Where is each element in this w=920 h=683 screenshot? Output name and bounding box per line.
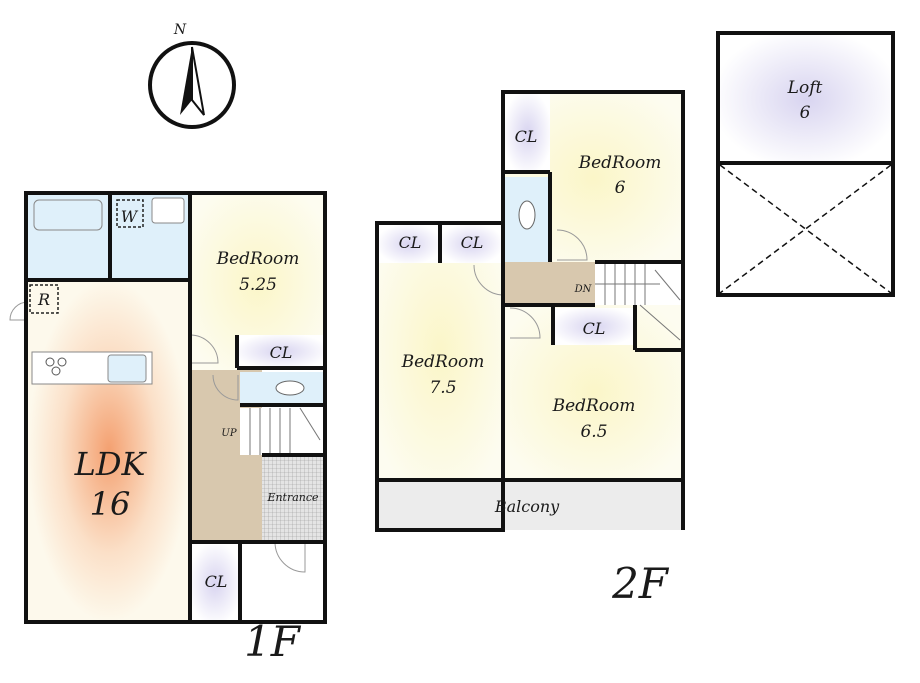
entrance [262, 455, 325, 540]
washer-space [116, 199, 144, 228]
bathtub-icon [33, 199, 103, 231]
hall-closet [190, 545, 240, 622]
bedroom-6-size: 6 [615, 178, 626, 198]
bedroom-525-name: BedRoom [216, 249, 300, 269]
closet-b [441, 225, 501, 263]
loft: Loft 6 [716, 31, 895, 297]
stairs-icon [595, 262, 681, 341]
floor-2: CL BedRoom 6 CL CL BedRoom 7.5 DN CL Bed… [375, 90, 685, 608]
closet-a [379, 225, 439, 263]
floor-1: W R BedRoom 5.25 CL LDK 16 UP Entrance C… [9, 191, 327, 666]
washer-label: W [121, 207, 139, 226]
door-swing[interactable] [189, 334, 219, 364]
hall-closet-label: CL [205, 572, 228, 591]
bedroom-65-closet [553, 308, 635, 345]
balcony-label: Balcony [494, 497, 560, 516]
ldk-room [28, 280, 190, 622]
stairs-1f [240, 408, 325, 455]
front-door[interactable] [274, 541, 306, 573]
door-swing[interactable] [212, 374, 239, 401]
bedroom-75 [377, 225, 503, 480]
stairs-icon [249, 407, 321, 455]
closet-b-label: CL [461, 233, 484, 252]
bedroom-6-name: BedRoom [578, 153, 662, 173]
fridge-label: R [37, 290, 50, 309]
stove-burner-icon [51, 366, 61, 376]
bedroom-525-size: 5.25 [239, 275, 277, 295]
ldk-size: 16 [90, 485, 131, 523]
closet-a-label: CL [399, 233, 422, 252]
door-swing[interactable] [509, 307, 541, 339]
bedroom-65-size: 6.5 [580, 422, 607, 442]
toilet-icon [275, 380, 305, 396]
floor-1-title: 1F [244, 617, 302, 666]
compass-north-label: N [173, 22, 187, 38]
compass: N [148, 22, 236, 129]
bedroom-75-size: 7.5 [429, 378, 456, 398]
bedroom-75-name: BedRoom [401, 352, 485, 372]
walls-1f [24, 191, 327, 624]
door-swing[interactable] [556, 229, 588, 261]
loft-name: Loft [787, 78, 823, 98]
balcony [377, 480, 683, 530]
bedroom-65-closet-label: CL [583, 319, 606, 338]
stairs-down-label: DN [574, 284, 593, 295]
floor-2-title: 2F [611, 559, 670, 608]
bedroom-65-name: BedRoom [552, 396, 636, 416]
open-void-mark [719, 164, 892, 294]
loft-size: 6 [800, 103, 811, 123]
loft-room [720, 35, 892, 163]
bedroom-closet [237, 335, 325, 368]
entrance-label: Entrance [266, 491, 319, 504]
bedroom-closet-label: CL [270, 343, 293, 362]
stove-burner-icon [57, 357, 67, 367]
bedroom-6-closet [505, 94, 550, 172]
fridge-space [29, 284, 59, 314]
bedroom-6-closet-label: CL [515, 127, 538, 146]
stairs-up-label: UP [221, 428, 236, 439]
ldk-name: LDK [74, 445, 148, 483]
walls-2f [375, 90, 685, 532]
stove-burner-icon [45, 357, 55, 367]
toilet-icon [518, 200, 536, 230]
kitchen-sink-icon [107, 354, 147, 383]
sink-icon [151, 197, 185, 224]
hallway-2f [505, 262, 595, 305]
